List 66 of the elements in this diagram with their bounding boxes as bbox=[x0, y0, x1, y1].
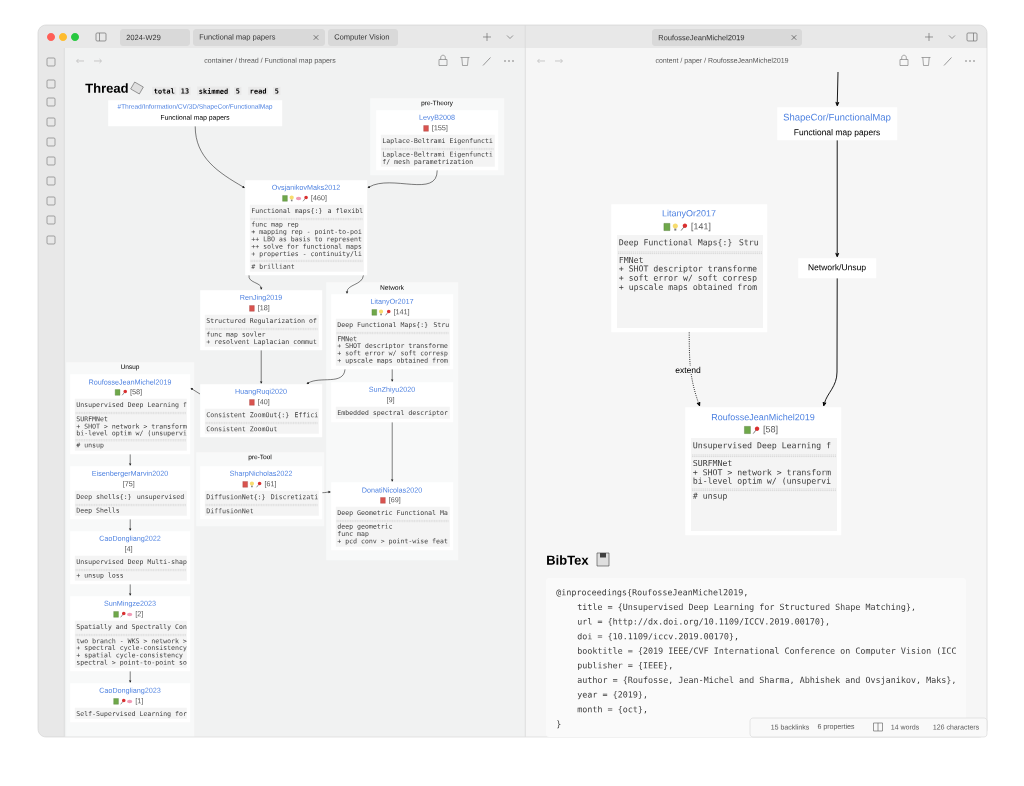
arrow bbox=[367, 170, 438, 188]
paper-card bbox=[200, 384, 323, 438]
arrow bbox=[835, 139, 840, 258]
paper-card bbox=[200, 466, 323, 520]
code-line: author = {Roufosse, Jean-Michel and Sharma, Abhishek and Ovsjanikov, Maks}, bbox=[577, 676, 955, 685]
citation-count: [58] bbox=[763, 425, 778, 435]
code-line: title = {Unsupervised Deep Learning for Structured Shape Matching}, bbox=[577, 603, 915, 612]
arrow bbox=[822, 277, 838, 407]
note-line: + SHOT descriptor transforme bbox=[619, 265, 757, 274]
paper-link: LitanyOr2017 bbox=[662, 209, 716, 219]
paper-card bbox=[331, 482, 454, 551]
paper-link: RoufosseJeanMichel2019 bbox=[711, 413, 815, 421]
paper-card bbox=[70, 531, 191, 585]
section-heading: BibTex bbox=[547, 555, 589, 565]
paper-card bbox=[70, 374, 191, 455]
paper-card bbox=[685, 407, 842, 536]
note-line: Deep Functional Maps{:} Stru bbox=[619, 239, 758, 247]
arrow bbox=[129, 519, 132, 531]
folder-label: Network/Unsup bbox=[808, 264, 866, 272]
paper-card bbox=[70, 683, 191, 723]
note-link: ShapeCor/FunctionalMap bbox=[783, 113, 891, 123]
paper-card bbox=[200, 290, 323, 351]
paper-card bbox=[70, 466, 191, 520]
arrow bbox=[346, 275, 364, 294]
paper-card bbox=[245, 180, 368, 276]
note-line: Unsupervised Deep Learning f bbox=[693, 442, 831, 450]
paper-card bbox=[331, 294, 454, 370]
code-line: } bbox=[557, 720, 561, 729]
page-heading: Thread bbox=[85, 83, 128, 93]
arrow bbox=[190, 388, 201, 395]
note-line: + soft error w/ soft corresp bbox=[619, 274, 757, 283]
arrow bbox=[129, 584, 132, 596]
paper-card bbox=[611, 204, 768, 333]
arrow bbox=[391, 422, 394, 482]
arrow bbox=[835, 71, 840, 107]
note-line: SURFMNet bbox=[693, 459, 732, 467]
paper-card bbox=[70, 596, 191, 672]
arrow bbox=[260, 350, 263, 384]
note-line: FMNet bbox=[619, 256, 643, 264]
code-line: year = {2019}, bbox=[577, 691, 647, 700]
paper-card bbox=[376, 110, 499, 171]
code-line: publisher = {IEEE}, bbox=[578, 661, 672, 671]
note-line: bi-level optim w/ (unsupervi bbox=[693, 477, 831, 486]
code-line: month = {oct}, bbox=[577, 705, 647, 714]
code-line: doi = {10.1109/iccv.2019.00170}, bbox=[577, 632, 738, 641]
code-line: booktitle = {2019 IEEE/CVF International Conference on Computer Vision (ICC bbox=[578, 647, 956, 656]
arrow bbox=[688, 331, 701, 407]
arrow bbox=[194, 126, 245, 188]
note-line: + upscale maps obtained from bbox=[619, 283, 757, 292]
arrow bbox=[129, 454, 132, 466]
arrow bbox=[248, 275, 263, 290]
note-title: Functional map papers bbox=[794, 129, 880, 137]
note-box bbox=[108, 100, 283, 127]
citation-count: [141] bbox=[691, 222, 711, 232]
note-box bbox=[798, 258, 877, 279]
code-line: url = {http://dx.doi.org/10.1109/ICCV.2019.00170}, bbox=[578, 618, 829, 627]
arrow bbox=[391, 369, 394, 382]
note-line: + SHOT > network > transform bbox=[693, 469, 831, 476]
note-line: # unsup bbox=[692, 492, 727, 501]
paper-card bbox=[331, 382, 454, 423]
arrow bbox=[322, 491, 331, 493]
arrow bbox=[129, 671, 132, 683]
arrow bbox=[306, 369, 346, 384]
note-box bbox=[777, 107, 898, 141]
code-line: @inproceedings{RoufosseJeanMichel2019, bbox=[556, 588, 747, 598]
edge-label: extend bbox=[674, 365, 702, 375]
